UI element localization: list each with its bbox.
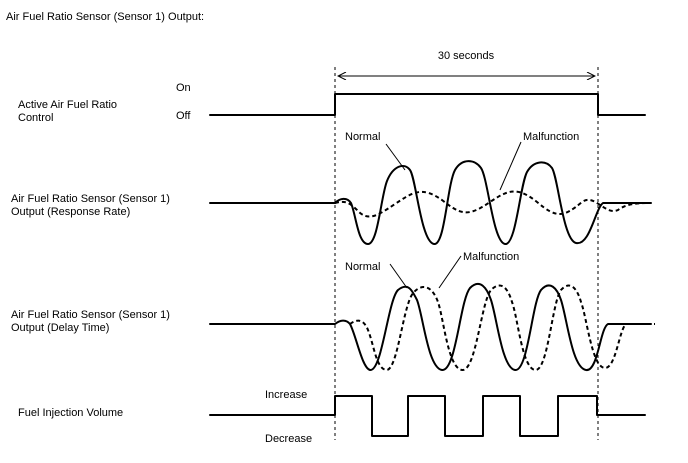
injection-volume-signal <box>209 395 646 437</box>
response-rate-malfunction-pointer <box>499 141 522 191</box>
active-control-on-label: On <box>176 82 191 94</box>
delay-time-malfunction-pointer <box>438 255 462 289</box>
active-control-label-line1: Active Air Fuel Ratio <box>18 99 117 111</box>
response-rate-normal-wave <box>209 160 652 245</box>
delay-time-label-line2: Output (Delay Time) <box>11 322 109 334</box>
delay-time-malfunction-label: Malfunction <box>463 251 519 263</box>
active-control-off-label: Off <box>176 110 191 122</box>
delay-time-normal-label: Normal <box>345 261 380 273</box>
response-rate-malfunction-label: Malfunction <box>523 131 579 143</box>
delay-time-malfunction-wave <box>349 284 655 371</box>
diagram-title: Air Fuel Ratio Sensor (Sensor 1) Output: <box>6 11 204 23</box>
response-rate-label-line2: Output (Response Rate) <box>11 206 130 218</box>
response-rate-normal-label: Normal <box>345 131 380 143</box>
duration-label: 30 seconds <box>438 50 495 62</box>
delay-time-normal-pointer <box>389 263 408 289</box>
active-control-label-line2: Control <box>18 112 53 124</box>
injection-volume-label: Fuel Injection Volume <box>18 407 123 419</box>
response-rate-malfunction-wave <box>334 190 651 218</box>
injection-increase-label: Increase <box>265 389 307 401</box>
injection-decrease-label: Decrease <box>265 433 312 445</box>
delay-time-label-line1: Air Fuel Ratio Sensor (Sensor 1) <box>11 309 170 321</box>
delay-time-normal-wave <box>209 282 652 371</box>
active-control-signal <box>209 93 646 116</box>
response-rate-label-line1: Air Fuel Ratio Sensor (Sensor 1) <box>11 193 170 205</box>
